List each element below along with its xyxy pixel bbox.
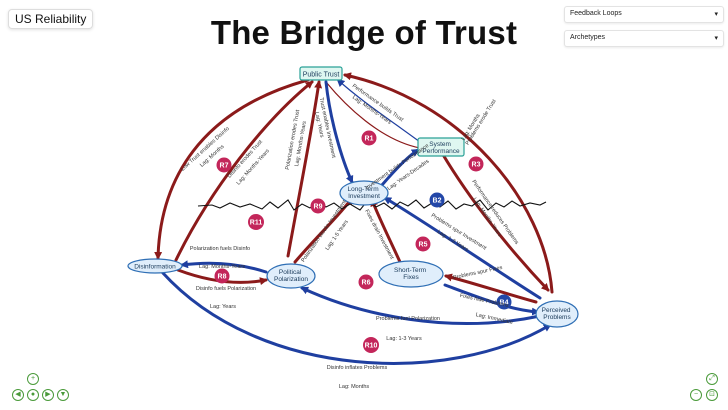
crack-line <box>197 199 547 211</box>
chevron-down-icon: ▾ <box>714 35 718 42</box>
edge-label: Problems erode Trust <box>465 98 498 146</box>
pan-right-icon[interactable]: ▶ <box>42 389 54 401</box>
chevron-down-icon: ▾ <box>714 11 718 18</box>
svg-text:System Performance: System Performance <box>422 141 460 155</box>
svg-text:R10: R10 <box>365 343 378 350</box>
loop-r8[interactable]: R8 <box>214 268 230 284</box>
svg-text:Disinformation: Disinformation <box>134 264 176 271</box>
edge-polarization-erodes-trust <box>286 80 323 258</box>
svg-text:Short-Term Fixes: Short-Term Fixes <box>394 267 428 281</box>
feedback-loops-dropdown[interactable]: Feedback Loops ▾ <box>564 6 724 23</box>
edge-label: Disinfo fuels Polarization <box>196 286 256 292</box>
edge-label: Lag: Years-Decades <box>386 158 430 191</box>
loop-r9[interactable]: R9 <box>310 198 326 214</box>
edge-label: Lag: Years <box>313 111 324 138</box>
loop-r6[interactable]: R6 <box>358 274 374 290</box>
node-perceived-problems[interactable]: Perceived Problems <box>535 300 579 328</box>
loop-b2[interactable]: B2 <box>429 192 445 208</box>
node-system-performance[interactable]: System Performance <box>417 137 465 157</box>
edge-fixes-hide-problems <box>443 283 540 316</box>
svg-text:R1: R1 <box>365 136 374 143</box>
node-long-term-investment[interactable]: Long-Term Investment <box>339 180 389 206</box>
edge-label: Lag: 1-3 Years <box>386 336 422 342</box>
edge-label: Lag: Years <box>210 304 236 310</box>
edge-disinfo-erodes-trust <box>174 80 314 262</box>
svg-text:R9: R9 <box>314 204 323 211</box>
svg-text:Political Polarization: Political Polarization <box>274 269 308 283</box>
edge-problems-spur-investment <box>383 196 542 300</box>
svg-text:R5: R5 <box>419 242 428 249</box>
loop-r5[interactable]: R5 <box>415 236 431 252</box>
svg-text:R7: R7 <box>220 163 229 170</box>
svg-text:Long-Term Investment: Long-Term Investment <box>348 186 381 200</box>
svg-text:B2: B2 <box>433 198 442 205</box>
node-label: Public Trust <box>303 72 340 79</box>
edge-perf-reduces-problems <box>440 151 550 292</box>
node-label: System <box>429 141 451 148</box>
svg-text:Perceived Problems: Perceived Problems <box>542 307 573 321</box>
edge-trust-enables-investment <box>324 80 354 184</box>
pan-down-icon[interactable]: ▼ <box>57 389 69 401</box>
loop-b4[interactable]: B4 <box>496 294 512 310</box>
reset-view-icon[interactable]: ● <box>27 389 39 401</box>
edge-disinfo-inflates-problems <box>160 270 552 365</box>
loop-r10[interactable]: R10 <box>363 337 379 353</box>
edge-low-trust-disinfo <box>154 78 310 260</box>
diagram-title: The Bridge of Trust <box>210 14 518 51</box>
edge-polarization-fuels-disinfo <box>180 260 268 274</box>
node-public-trust[interactable]: Public Trust <box>299 66 343 81</box>
edge-label: Problems spur Fixes <box>453 265 504 281</box>
pan-left-icon[interactable]: ◀ <box>12 389 24 401</box>
node-label: Performance <box>422 148 460 155</box>
svg-text:R11: R11 <box>250 220 263 227</box>
edge-problems-spur-fixes <box>444 273 538 304</box>
node-disinformation[interactable]: Disinformation <box>127 258 183 274</box>
node-short-term-fixes[interactable]: Short-Term Fixes <box>378 260 444 288</box>
loop-r11[interactable]: R11 <box>248 214 264 230</box>
fit-view-icon[interactable]: ⊡ <box>706 389 718 401</box>
zoom-out-icon[interactable]: − <box>690 389 702 401</box>
loop-r7[interactable]: R7 <box>216 157 232 173</box>
edge-problems-erode-trust <box>343 72 554 294</box>
svg-text:R3: R3 <box>472 162 481 169</box>
edge-label: Polarization fuels Disinfo <box>190 246 250 252</box>
edge-label: Disinfo inflates Problems <box>327 365 388 371</box>
archetypes-dropdown[interactable]: Archetypes ▾ <box>564 30 724 47</box>
edge-polarization-blocks <box>293 196 354 264</box>
edge-label: Lag: Months <box>339 384 370 390</box>
feedback-loops-label: Feedback Loops <box>570 10 622 17</box>
svg-text:R6: R6 <box>362 280 371 287</box>
edge-label: Lag: Months-Years <box>199 264 245 270</box>
loop-r1[interactable]: R1 <box>361 130 377 146</box>
svg-text:B4: B4 <box>500 300 509 307</box>
archetypes-label: Archetypes <box>570 34 606 41</box>
loop-r3[interactable]: R3 <box>468 156 484 172</box>
edge-investment-builds-performance <box>380 148 420 187</box>
edge-problems-fuel-polarization <box>300 286 542 325</box>
fullscreen-icon[interactable]: ⤢ <box>706 373 718 385</box>
zoom-in-icon[interactable]: + <box>27 373 39 385</box>
app-title: US Reliability <box>8 9 94 29</box>
edge-label: Problems fuel Polarization <box>376 316 440 322</box>
svg-text:R8: R8 <box>218 274 227 281</box>
edge-trust-fine-r <box>325 81 421 149</box>
edge-perf-to-trust-fine <box>336 78 421 143</box>
node-political-polarization[interactable]: Political Polarization <box>266 263 316 289</box>
